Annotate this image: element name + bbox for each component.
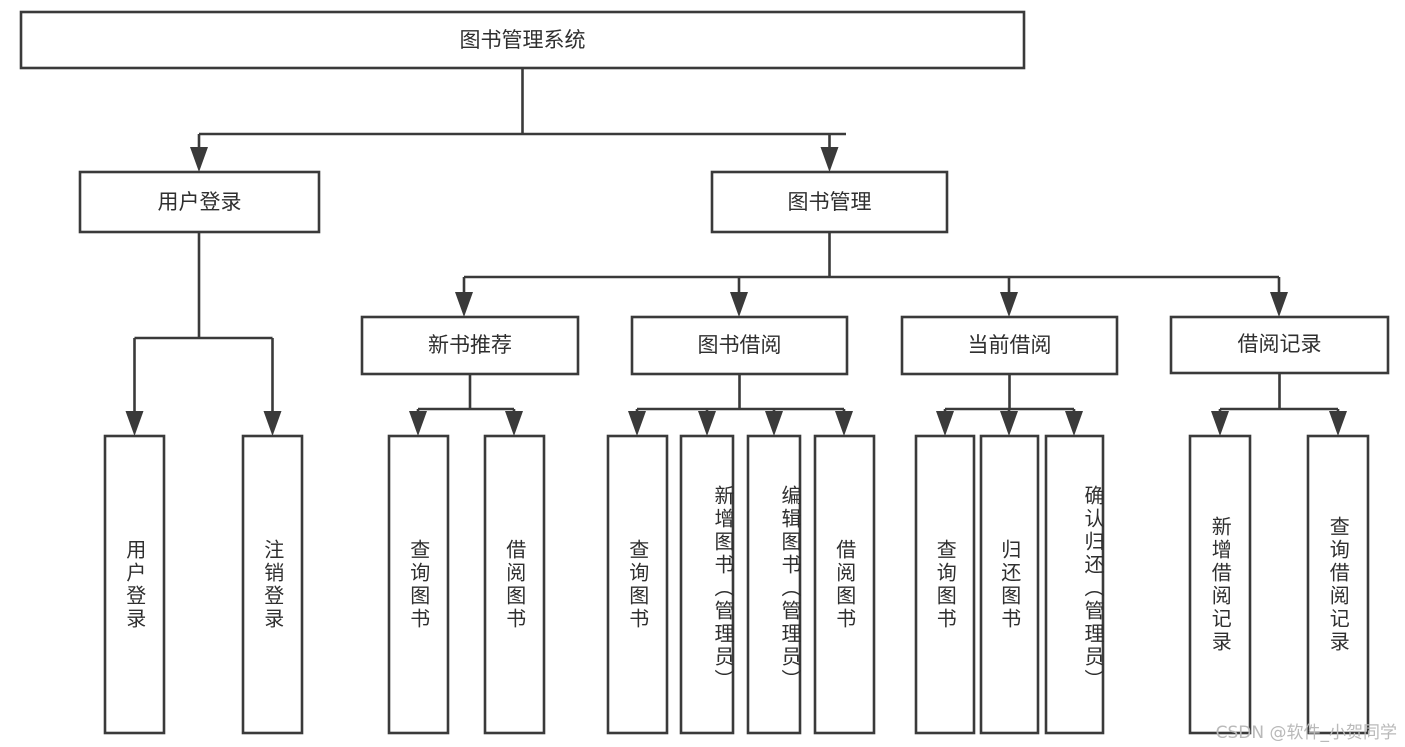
connector-group-book-borrow (628, 374, 853, 436)
node-new-book-rec-box[interactable] (360, 315, 580, 376)
leaf-box-borrow-add[interactable] (679, 434, 735, 735)
node-user-login-label: 用户登录 (158, 190, 242, 214)
arrow-to-leaf-rec-borrow (505, 411, 523, 436)
connector-group-borrow-record (1211, 373, 1347, 436)
node-book-borrow-box[interactable] (630, 315, 849, 376)
node-user-login-box[interactable] (78, 170, 321, 234)
leaf-box-borrow-query[interactable] (606, 434, 669, 735)
arrow-to-leaf-cur-confirm (1065, 411, 1083, 436)
arrow-to-leaf-borrow-query (628, 411, 646, 436)
arrow-to-current-borrow (1000, 292, 1018, 317)
leaf-box-borrow-edit[interactable] (746, 434, 802, 735)
leaf-box-rec-query[interactable] (387, 434, 450, 735)
arrow-to-leaf-borrow-edit (765, 411, 783, 436)
arrow-to-leaf-rec-add (1211, 411, 1229, 436)
node-book-manage-label: 图书管理 (788, 190, 872, 214)
node-book-manage-box[interactable] (710, 170, 949, 234)
arrow-to-leaf-cur-return (1000, 411, 1018, 436)
node-new-book-rec-label: 新书推荐 (428, 333, 512, 357)
arrow-to-user-login (190, 147, 208, 172)
arrow-to-leaf-borrow-lend (835, 411, 853, 436)
leaf-box-rec-borrow[interactable] (483, 434, 546, 735)
connector-group-current-borrow (936, 374, 1083, 436)
node-current-borrow-label: 当前借阅 (968, 333, 1052, 357)
arrow-to-leaf-rec-query2 (1329, 411, 1347, 436)
leaf-box-rec-query2[interactable] (1306, 434, 1370, 735)
arrow-to-leaf-user-logout (263, 411, 282, 436)
connector-group-user-login (125, 232, 282, 436)
node-borrow-record-box[interactable] (1169, 315, 1390, 375)
arrow-to-book-borrow (730, 292, 748, 317)
leaf-box-user-logout[interactable] (241, 434, 304, 735)
node-book-borrow-label: 图书借阅 (698, 333, 782, 357)
leaf-box-cur-query[interactable] (914, 434, 976, 735)
arrow-to-book-manage (820, 147, 839, 172)
leaf-box-cur-confirm[interactable] (1044, 434, 1105, 735)
connector-group-book-manage (455, 232, 1288, 317)
arrow-to-leaf-user-login (125, 411, 144, 436)
arrow-to-leaf-rec-query (409, 411, 427, 436)
connector-group-root (190, 68, 846, 172)
arrow-to-borrow-record (1270, 292, 1288, 317)
leaf-box-user-login[interactable] (103, 434, 166, 735)
node-root-box[interactable] (19, 10, 1026, 70)
leaf-box-rec-add[interactable] (1188, 434, 1252, 735)
arrow-to-leaf-cur-query (936, 411, 954, 436)
node-current-borrow-box[interactable] (900, 315, 1119, 376)
leaf-box-cur-return[interactable] (979, 434, 1040, 735)
connector-group-new-book-rec (409, 374, 523, 436)
node-root-label: 图书管理系统 (460, 28, 586, 52)
arrow-to-leaf-borrow-add (698, 411, 716, 436)
arrow-to-new-book-rec (455, 292, 473, 317)
node-borrow-record-label: 借阅记录 (1238, 332, 1322, 356)
leaf-box-borrow-lend[interactable] (813, 434, 876, 735)
